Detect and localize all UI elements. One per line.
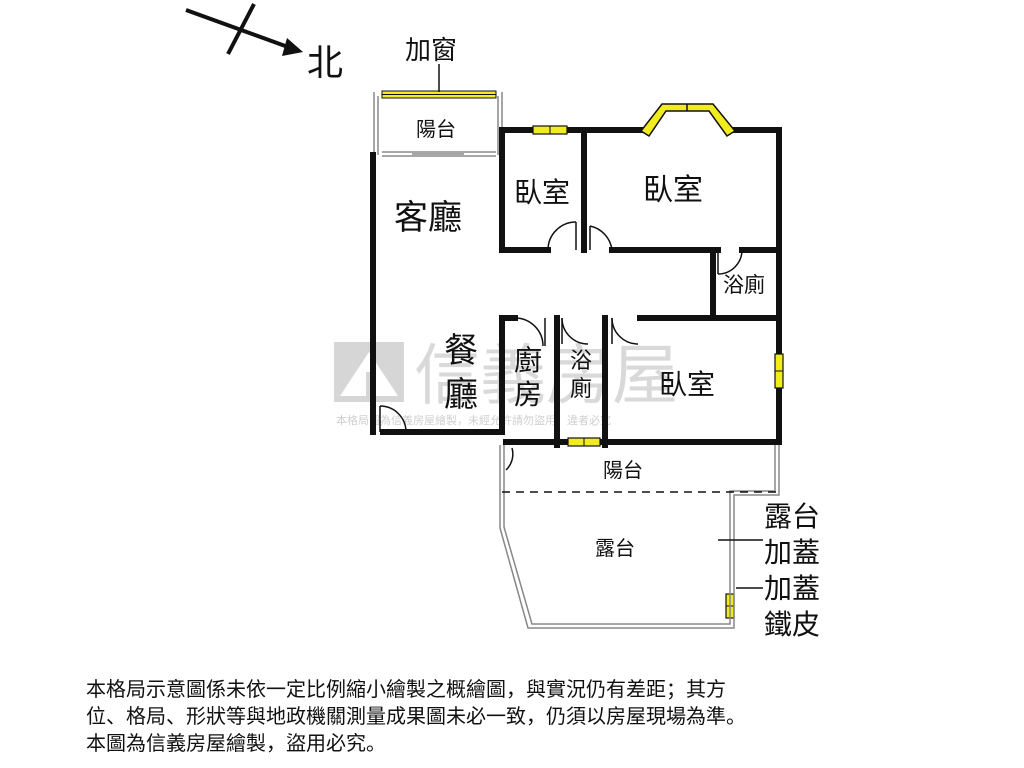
side-note-3: 加蓋 <box>764 572 820 605</box>
side-note-2: 加蓋 <box>764 536 820 569</box>
window-addition-label: 加窗 <box>405 36 457 66</box>
room-balcony-bottom: 陽台 <box>603 458 643 482</box>
watermark-notice: 本格局圖為信義房屋繪製，未經允許請勿盜用，違者必究 <box>336 413 611 427</box>
room-kitchen-char-2: 房 <box>514 378 542 411</box>
watermark: 信義房屋 本格局圖為信義房屋繪製，未經允許請勿盜用，違者必究 <box>334 337 678 427</box>
disclaimer-line-2: 位、格局、形狀等與地政機關測量成果圖未必一致，仍須以房屋現場為準。 <box>86 704 746 728</box>
watermark-brand: 信義房屋 <box>414 337 678 414</box>
disclaimer: 本格局示意圖係未依一定比例縮小繪製之概繪圖，與實況仍有差距；其方 位、格局、形狀… <box>86 676 946 757</box>
room-bedroom-2: 臥室 <box>643 173 703 208</box>
room-bathroom-2-char-2: 廁 <box>570 377 592 402</box>
room-bedroom-3: 臥室 <box>659 368 715 401</box>
room-living-room: 客廳 <box>394 198 462 238</box>
room-bathroom-1: 浴廁 <box>723 273 765 297</box>
disclaimer-line-3: 本圖為信義房屋繪製，盜用必究。 <box>86 731 386 755</box>
room-bathroom-2-char-1: 浴 <box>570 349 592 374</box>
walls <box>370 127 782 448</box>
terrace-outline <box>499 445 780 629</box>
room-dining-char-2: 廳 <box>444 375 478 415</box>
room-kitchen-char-1: 廚 <box>514 344 542 377</box>
side-note-1: 露台 <box>764 500 820 533</box>
room-dining-char-1: 餐 <box>444 331 478 371</box>
north-label: 北 <box>307 43 343 84</box>
room-bedroom-1: 臥室 <box>514 176 570 209</box>
room-balcony-top: 陽台 <box>416 117 456 141</box>
disclaimer-line-1: 本格局示意圖係未依一定比例縮小繪製之概繪圖，與實況仍有差距；其方 <box>86 677 726 701</box>
room-terrace: 露台 <box>595 536 635 560</box>
north-arrow-icon <box>185 3 303 56</box>
bay-window <box>639 103 737 138</box>
watermark-logo-icon <box>334 342 404 402</box>
side-note-4: 鐵皮 <box>764 608 820 641</box>
top-balcony-outline <box>373 92 503 157</box>
door-swings <box>379 221 743 471</box>
